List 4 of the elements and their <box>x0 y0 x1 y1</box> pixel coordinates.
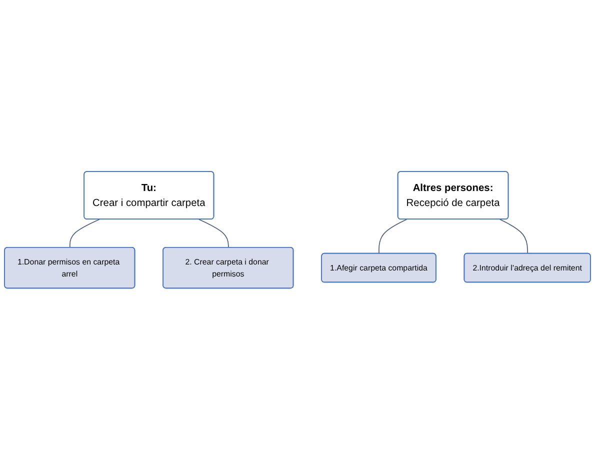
connector <box>378 218 408 254</box>
connector <box>69 218 100 248</box>
connector <box>499 218 528 254</box>
connector <box>198 218 229 248</box>
